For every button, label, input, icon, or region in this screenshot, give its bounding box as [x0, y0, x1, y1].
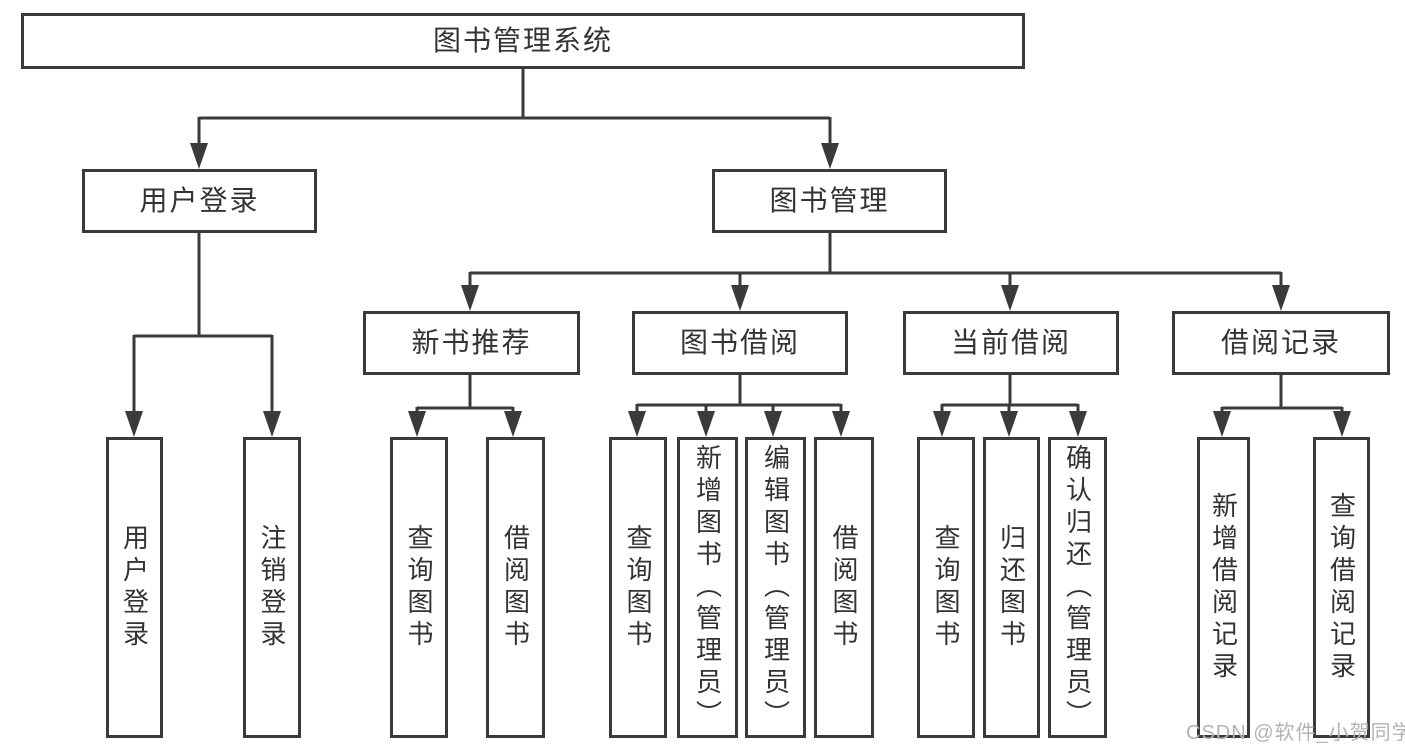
leaf-confirm-return-admin: 确认归还（管理员）: [1048, 437, 1107, 738]
leaf-return-books: 归还图书: [983, 437, 1040, 738]
node-borrow-records: 借阅记录: [1172, 311, 1390, 375]
node-new-book-recommend: 新书推荐: [363, 311, 580, 375]
leaf-add-book-admin: 新增图书（管理员）: [677, 437, 738, 738]
node-current-borrowing: 当前借阅: [903, 311, 1119, 375]
leaf-add-borrow-record: 新增借阅记录: [1197, 437, 1250, 738]
arrowheads: [125, 143, 1351, 437]
leaf-query-books-current: 查询图书: [917, 437, 975, 738]
leaf-query-books-borrowing: 查询图书: [609, 437, 667, 738]
watermark-text: CSDN @软件_小贺同学: [1186, 722, 1405, 744]
leaf-borrow-books-borrowing: 借阅图书: [814, 437, 874, 738]
node-root: 图书管理系统: [21, 13, 1025, 69]
node-book-management: 图书管理: [712, 169, 947, 233]
node-book-borrowing: 图书借阅: [632, 311, 848, 375]
leaf-borrow-books-recommend: 借阅图书: [486, 437, 545, 738]
leaf-user-login: 用户登录: [106, 437, 163, 738]
leaf-query-books-recommend: 查询图书: [390, 437, 448, 738]
leaf-query-borrow-record: 查询借阅记录: [1313, 437, 1370, 738]
node-user-login-branch: 用户登录: [82, 169, 317, 233]
leaf-edit-book-admin: 编辑图书（管理员）: [745, 437, 806, 738]
leaf-logout: 注销登录: [243, 437, 301, 738]
